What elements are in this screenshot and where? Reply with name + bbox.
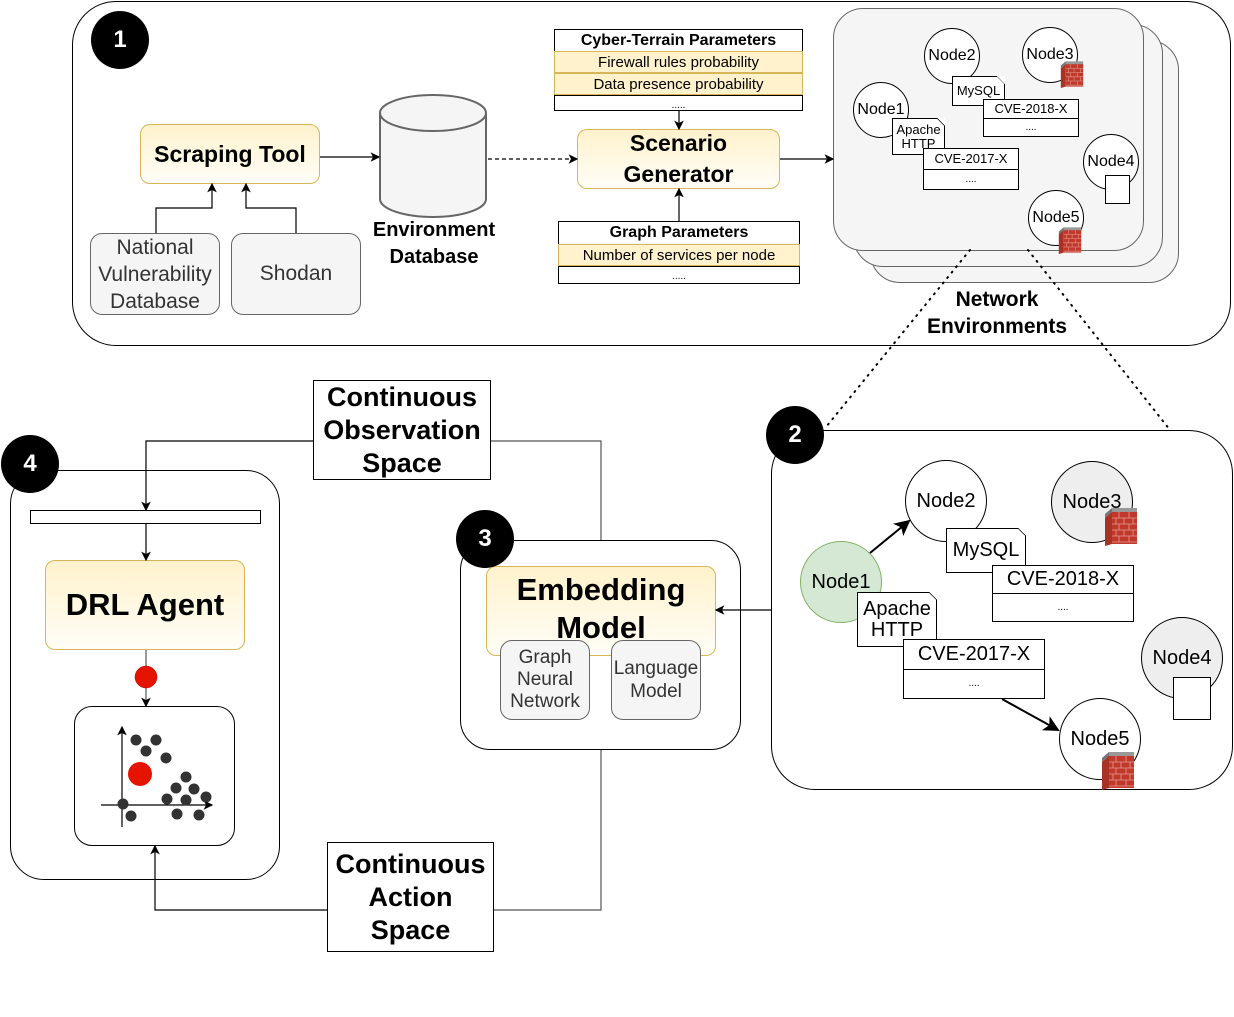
table-row: Firewall rules probability: [554, 51, 803, 73]
step-badge-2: 2: [766, 406, 824, 464]
mini-node-1: Node1: [853, 82, 909, 138]
data-file-icon: [1173, 677, 1211, 720]
cve-name: CVE-2017-X: [917, 642, 1031, 665]
cve-more: ....: [993, 593, 1133, 621]
table-header: Cyber-Terrain Parameters: [580, 31, 777, 49]
nvd-source-box[interactable]: National Vulnerability Database: [90, 233, 220, 315]
observation-input-bar: [30, 510, 261, 524]
firewall-icon: [1104, 506, 1138, 546]
table-row-ellipsis: .....: [559, 266, 799, 286]
cve-2018-table: CVE-2018-X ....: [992, 565, 1134, 622]
node-5[interactable]: Node5: [1059, 698, 1141, 780]
scenario-generator-box[interactable]: Scenario Generator: [577, 129, 780, 189]
drl-agent-box[interactable]: DRL Agent: [45, 560, 245, 650]
cve-more: ....: [984, 117, 1078, 137]
mini-data-file-icon: [1105, 175, 1130, 204]
service-apache-http: Apache HTTP: [857, 592, 937, 647]
shodan-source-box[interactable]: Shodan: [231, 233, 361, 315]
language-model-box[interactable]: Language Model: [611, 640, 701, 720]
action-space-plot: [74, 706, 235, 846]
step-badge-3: 3: [456, 510, 514, 568]
step-badge-4: 4: [1, 435, 59, 493]
step-badge-1: 1: [91, 11, 149, 69]
graph-parameters-table: Graph Parameters Number of services per …: [558, 221, 800, 284]
cve-name: CVE-2017-X: [934, 151, 1008, 167]
continuous-action-space-label: Continuous Action Space: [327, 842, 494, 952]
continuous-observation-space-label: Continuous Observation Space: [313, 380, 491, 480]
cve-name: CVE-2018-X: [994, 101, 1068, 117]
cve-name: CVE-2018-X: [1006, 568, 1120, 590]
graph-neural-network-box[interactable]: Graph Neural Network: [500, 640, 590, 720]
table-header: Graph Parameters: [609, 224, 749, 241]
mini-cve-2018-table: CVE-2018-X ....: [983, 99, 1079, 137]
firewall-icon: [1058, 226, 1082, 254]
table-row-ellipsis: .....: [555, 95, 802, 115]
cyber-terrain-parameters-table: Cyber-Terrain Parameters Firewall rules …: [554, 29, 803, 111]
env-card-front[interactable]: Node2 Node3 Node1 Node4 Node5 MySQL CVE-…: [833, 8, 1144, 251]
scraping-tool-box[interactable]: Scraping Tool: [140, 124, 320, 184]
node-3[interactable]: Node3: [1051, 461, 1133, 543]
firewall-icon: [1101, 750, 1135, 790]
mini-cve-2017-table: CVE-2017-X ....: [923, 148, 1019, 190]
cve-more: ....: [924, 168, 1018, 190]
table-row: Number of services per node: [558, 244, 800, 266]
database-icon: [379, 94, 487, 218]
mini-node-2: Node2: [924, 28, 980, 84]
network-environments-label: Network Environments: [926, 288, 1068, 338]
environment-database-label: Environment Database: [372, 219, 496, 268]
action-line: [494, 750, 602, 911]
cve-2017-table: CVE-2017-X ....: [903, 639, 1045, 699]
firewall-icon: [1060, 60, 1084, 88]
table-row: Data presence probability: [554, 73, 803, 95]
cve-more: ....: [904, 668, 1044, 699]
